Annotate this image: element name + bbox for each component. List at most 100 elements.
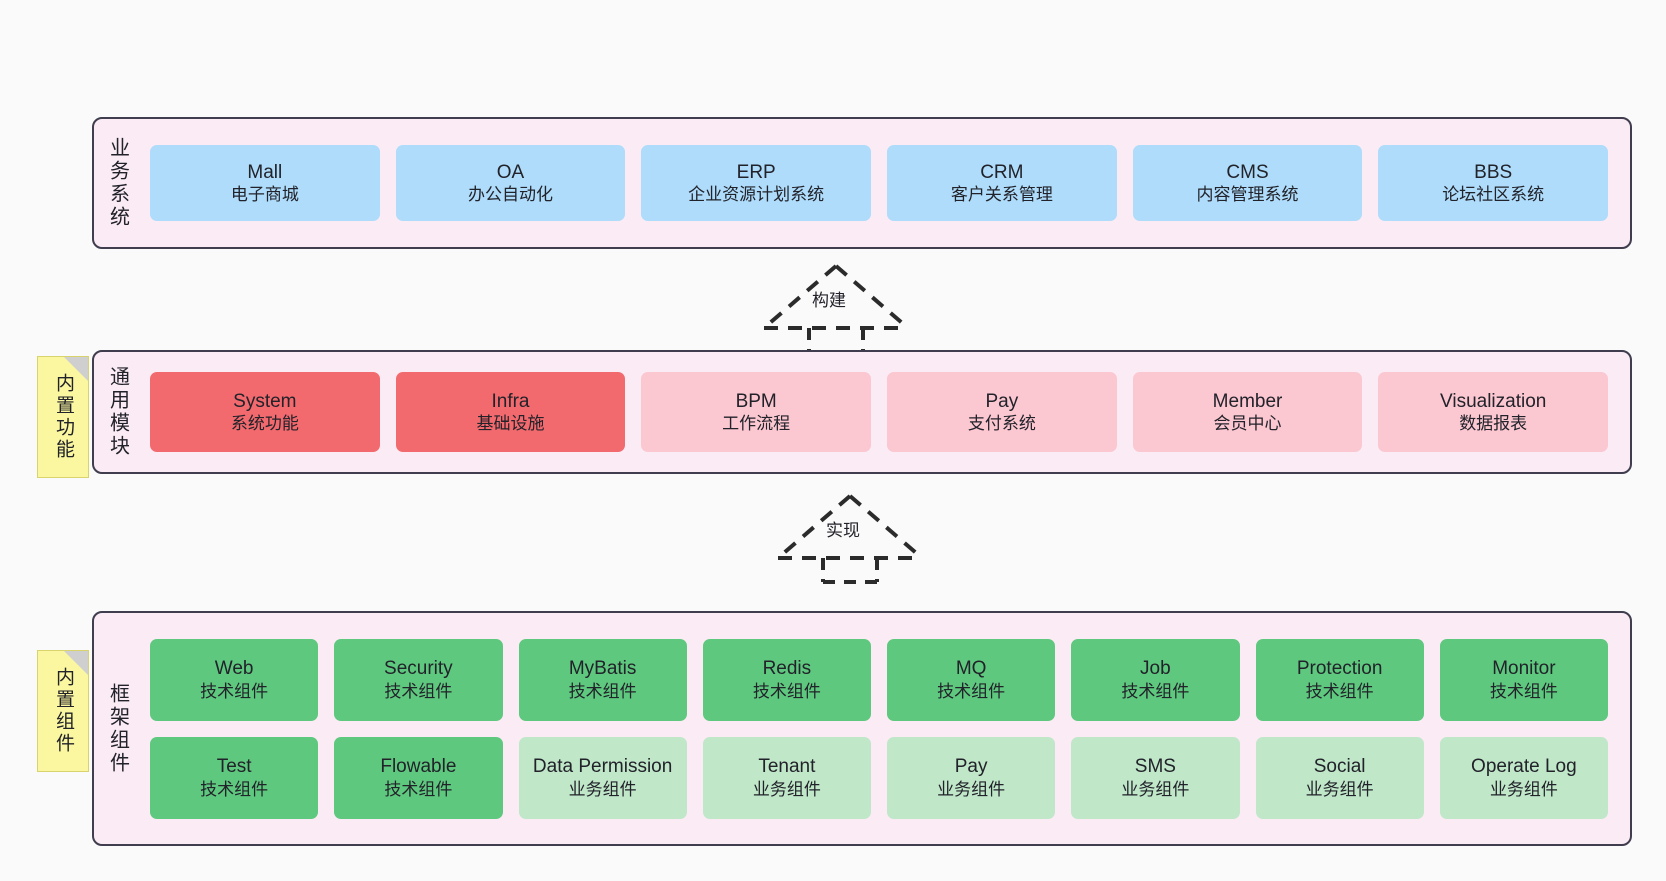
- framework-tech-box-mq-title: MQ: [955, 658, 987, 679]
- framework-biz-box-flowable-title: Flowable: [380, 756, 457, 777]
- connector-build: 构建: [756, 262, 916, 354]
- connector-build-label: 构建: [812, 291, 846, 310]
- framework-tech-box-monitor-title: Monitor: [1492, 658, 1556, 679]
- connector-implement-label: 实现: [826, 521, 860, 540]
- framework-tech-box-mq-subtitle: 技术组件: [937, 681, 1006, 701]
- business-box-cms-title: CMS: [1226, 161, 1269, 183]
- framework-tech-box-security-subtitle: 技术组件: [384, 681, 453, 701]
- module-box-infra-subtitle: 基础设施: [476, 414, 545, 434]
- framework-biz-box-pay-subtitle: 业务组件: [937, 779, 1006, 799]
- business-box-crm-title: CRM: [980, 161, 1024, 183]
- framework-biz-box-tenant-subtitle: 业务组件: [752, 779, 821, 799]
- module-box-infra-title: Infra: [491, 390, 530, 412]
- framework-tech-box-job-title: Job: [1140, 658, 1171, 679]
- note-builtin-function: 内置功能: [37, 356, 89, 478]
- framework-tech-box-web-subtitle: 技术组件: [200, 681, 269, 701]
- business-box-cms-subtitle: 内容管理系统: [1196, 185, 1299, 205]
- note-builtin-component: 内置组件: [37, 650, 89, 772]
- connector-implement: 实现: [770, 492, 930, 584]
- framework-tech-box-protection-title: Protection: [1296, 658, 1383, 679]
- framework-biz-box-flowable-subtitle: 技术组件: [384, 779, 453, 799]
- framework-tech-box-web-title: Web: [214, 658, 254, 679]
- framework-tech-box-redis-title: Redis: [762, 658, 812, 679]
- layer-common-module-label: 通用模块: [106, 366, 129, 458]
- framework-biz-box-operate-log-subtitle: 业务组件: [1489, 779, 1558, 799]
- framework-tech-box-security-title: Security: [384, 658, 453, 679]
- framework-tech-box-mybatis-title: MyBatis: [568, 658, 637, 679]
- business-box-oa-title: OA: [496, 161, 525, 183]
- module-box-system-subtitle: 系统功能: [230, 414, 299, 434]
- layer-framework-component-label: 框架组件: [106, 682, 129, 775]
- business-box-bbs-subtitle: 论坛社区系统: [1442, 185, 1545, 205]
- business-box-oa-subtitle: 办公自动化: [468, 185, 553, 205]
- business-box-crm-subtitle: 客户关系管理: [950, 185, 1053, 205]
- framework-biz-box-tenant-title: Tenant: [758, 756, 816, 777]
- module-box-member-title: Member: [1212, 390, 1283, 412]
- framework-biz-box-pay-title: Pay: [954, 756, 988, 777]
- module-box-visualization-title: Visualization: [1440, 390, 1547, 412]
- business-box-bbs-title: BBS: [1474, 161, 1513, 183]
- note-builtin-component-label: 内置组件: [52, 667, 74, 755]
- framework-tech-box-mybatis-subtitle: 技术组件: [568, 681, 637, 701]
- framework-biz-box-data-permission-title: Data Permission: [532, 756, 673, 777]
- framework-biz-box-social-title: Social: [1313, 756, 1366, 777]
- framework-biz-box-test-subtitle: 技术组件: [200, 779, 269, 799]
- framework-biz-box-test-title: Test: [216, 756, 252, 777]
- module-box-visualization-subtitle: 数据报表: [1459, 414, 1528, 434]
- module-box-pay-subtitle: 支付系统: [967, 414, 1036, 434]
- framework-biz-box-data-permission-subtitle: 业务组件: [568, 779, 637, 799]
- framework-biz-box-operate-log-title: Operate Log: [1471, 756, 1577, 777]
- framework-biz-box-social-subtitle: 业务组件: [1305, 779, 1374, 799]
